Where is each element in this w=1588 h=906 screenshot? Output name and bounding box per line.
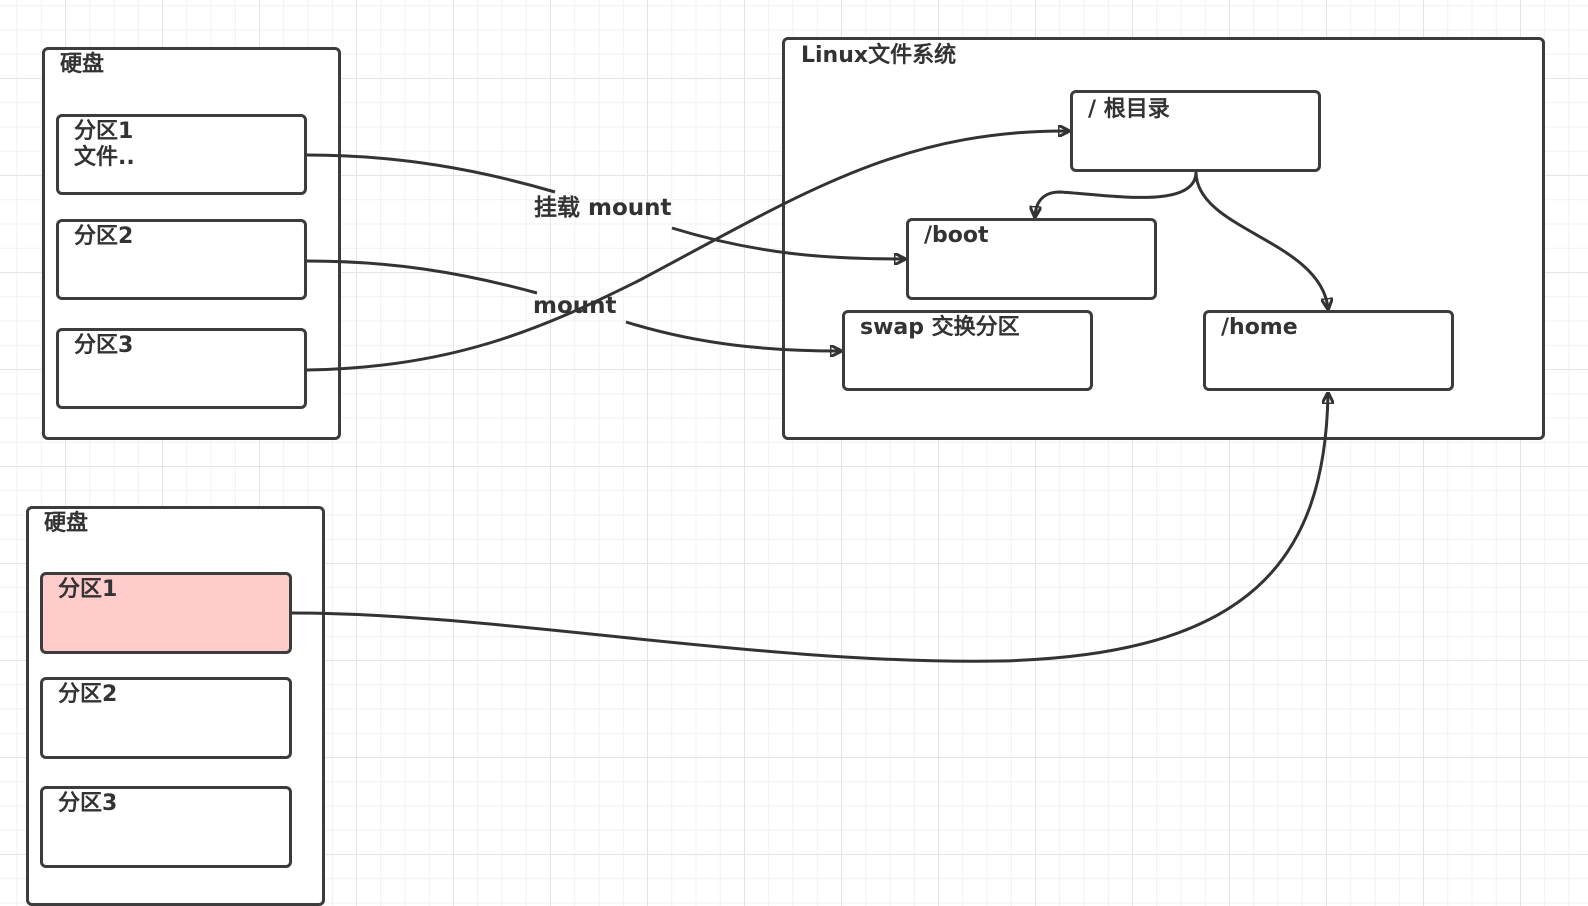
edge-d1p1-to-boot-segment-1[interactable] [306, 153, 556, 194]
disk-1-partition-1-label: 分区1 文件.. [74, 119, 135, 170]
swap-partition-label: swap 交换分区 [860, 315, 1020, 340]
root-dir-node[interactable]: / 根目录 [1070, 90, 1321, 172]
disk-2-partition-3-label: 分区3 [58, 791, 118, 816]
linux-fs-label: Linux文件系统 [801, 43, 957, 68]
edge-d1p2-to-swap-segment-1[interactable] [306, 259, 538, 295]
disk-2-label: 硬盘 [44, 511, 89, 536]
edge-label-mount: mount [533, 293, 617, 319]
disk-1-partition-1[interactable]: 分区1 文件.. [56, 114, 307, 195]
disk-2-partition-2[interactable]: 分区2 [40, 677, 292, 759]
disk-1-label: 硬盘 [60, 52, 105, 77]
disk-1-partition-3[interactable]: 分区3 [56, 328, 307, 409]
swap-partition-node[interactable]: swap 交换分区 [842, 310, 1093, 391]
disk-2-partition-3[interactable]: 分区3 [40, 786, 292, 868]
disk-2-partition-2-label: 分区2 [58, 682, 118, 707]
edge-label-mount-cn: 挂载 mount [534, 195, 672, 221]
boot-dir-label: /boot [924, 223, 989, 248]
disk-1-partition-3-label: 分区3 [74, 333, 134, 358]
disk-1-partition-2-label: 分区2 [74, 224, 134, 249]
home-dir-label: /home [1221, 315, 1298, 340]
disk-2-partition-1-label: 分区1 [58, 577, 118, 602]
root-dir-label: / 根目录 [1088, 97, 1170, 122]
boot-dir-node[interactable]: /boot [906, 218, 1157, 300]
disk-2-partition-1[interactable]: 分区1 [40, 572, 292, 654]
home-dir-node[interactable]: /home [1203, 310, 1454, 391]
disk-1-partition-2[interactable]: 分区2 [56, 219, 307, 300]
